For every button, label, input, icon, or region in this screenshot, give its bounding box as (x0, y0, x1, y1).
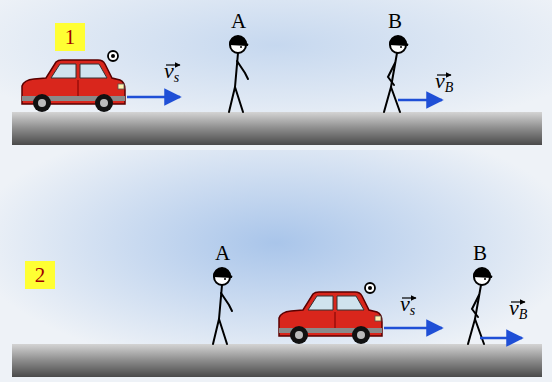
person-label: A (215, 240, 230, 266)
panel-number: 2 (32, 263, 48, 287)
velocity-label: vB (509, 295, 527, 321)
person-label: A (231, 8, 246, 34)
velocity-label: vs (164, 58, 179, 84)
velocity-label: vs (400, 291, 415, 317)
panel-number: 1 (62, 25, 78, 49)
person-label: B (388, 8, 402, 34)
person-label: B (473, 240, 487, 266)
panel-number-box: 2 (25, 261, 55, 289)
panel-number-box: 1 (55, 23, 85, 51)
velocity-label: vB (435, 68, 453, 94)
